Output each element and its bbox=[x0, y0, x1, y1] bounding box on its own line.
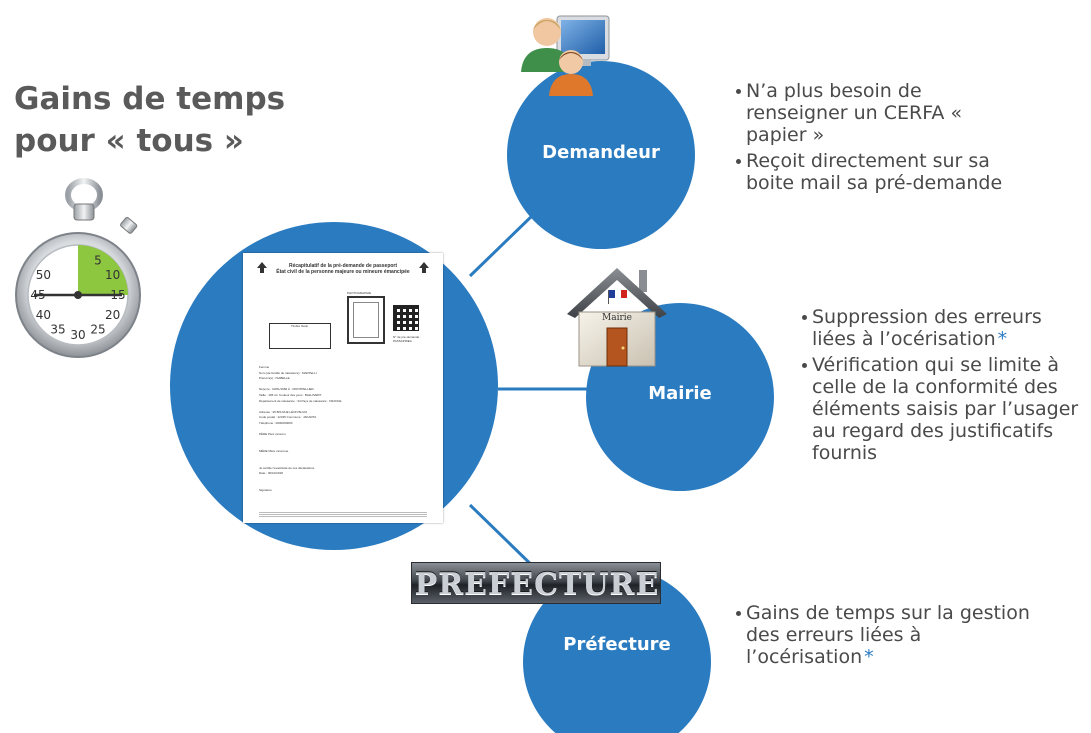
form-title: Récapitulatif de la pré-demande de passe… bbox=[273, 263, 413, 275]
qr-code-icon bbox=[393, 305, 419, 331]
arrow-up-icon bbox=[419, 262, 429, 273]
form-fine-print bbox=[259, 511, 427, 517]
demandeur-bullet-text: N’a plus besoin de renseigner un CERFA «… bbox=[746, 80, 963, 146]
mairie-bullet-item: Vérification qui se limite à celle de la… bbox=[802, 354, 1088, 464]
mairie-bullet-text: Suppression des erreurs liées à l’océris… bbox=[812, 306, 1042, 350]
form-field-line: Code postal : 12345 Commune : JAKARTA bbox=[259, 415, 317, 420]
form-photo-box bbox=[347, 296, 385, 344]
form-field-line: Né(e) le : 03/01/1982 À : MONTPELLIER bbox=[259, 387, 314, 392]
mairie-bullet-item: Suppression des erreurs liées à l’océris… bbox=[802, 306, 1088, 350]
footnote-star: * bbox=[864, 646, 874, 668]
stopwatch-number: 20 bbox=[105, 308, 120, 322]
form-title-line-2: État civil de la personne majeure ou min… bbox=[276, 269, 410, 275]
stopwatch-number: 30 bbox=[70, 328, 85, 342]
form-field-line: Je certifie l'exactitude de ces déclarat… bbox=[259, 465, 315, 470]
form-field-line: Femme bbox=[259, 365, 270, 369]
demandeur-bullets: N’a plus besoin de renseigner un CERFA «… bbox=[736, 80, 1026, 198]
demandeur-circle bbox=[507, 61, 695, 249]
prefecture-bullet-text: Gains de temps sur la gestion des erreur… bbox=[746, 602, 1030, 668]
form-qr-caption: N° de pré-demande : PASSAPIDEA bbox=[393, 335, 421, 343]
stopwatch-number: 50 bbox=[36, 268, 51, 282]
stopwatch-number: 10 bbox=[105, 268, 120, 282]
stopwatch-sector bbox=[78, 245, 128, 295]
form-field-line: Prénom(s) : ISABELLE bbox=[259, 376, 290, 381]
demandeur-bullet-text: Reçoit directement sur sa boite mail sa … bbox=[746, 150, 1003, 194]
stopwatch-number: 25 bbox=[90, 323, 105, 337]
connector-demandeur bbox=[468, 211, 537, 278]
form-field-line: Signature bbox=[259, 488, 272, 493]
prefecture-label: Préfecture bbox=[563, 634, 671, 655]
form-field-line: Adresse : 25 BIS RUE LÉON BLUM bbox=[259, 409, 307, 414]
demandeur-bullet-item: Reçoit directement sur sa boite mail sa … bbox=[736, 150, 1026, 194]
form-stamp-box bbox=[269, 323, 331, 349]
stopwatch-number: 40 bbox=[36, 308, 51, 322]
form-stamp-label: Timbre fiscal bbox=[291, 324, 308, 328]
footnote-star: * bbox=[997, 328, 1008, 350]
predemande-form-thumbnail: Récapitulatif de la pré-demande de passe… bbox=[243, 253, 443, 523]
form-field-line: Date : 30/10/2018 bbox=[259, 471, 283, 476]
stopwatch-number: 5 bbox=[94, 253, 102, 267]
form-field-line: MÈRE Mère inconnue bbox=[259, 449, 289, 453]
mairie-bullet-text: Vérification qui se limite à celle de la… bbox=[812, 354, 1079, 464]
prefecture-sign-text: PREFECTURE bbox=[414, 567, 660, 602]
stopwatch-number: 35 bbox=[50, 323, 65, 337]
form-photo-label: PHOTOGRAPHIE bbox=[347, 291, 372, 295]
form-field-line: Téléphone : 0000000000 bbox=[259, 421, 293, 425]
demandeur-bullet-item: N’a plus besoin de renseigner un CERFA «… bbox=[736, 80, 1026, 146]
slide-title-line-2: pour « tous » bbox=[14, 123, 244, 159]
form-title-line-1: Récapitulatif de la pré-demande de passe… bbox=[288, 263, 398, 269]
form-field-line: Nom (de famille de naissance) : MARTELLI bbox=[259, 370, 317, 375]
prefecture-bullet-item: Gains de temps sur la gestion des erreur… bbox=[736, 602, 1036, 668]
arrow-up-icon bbox=[257, 262, 267, 273]
form-field-line: Département de naissance : 34 Pays de na… bbox=[259, 398, 342, 403]
mairie-label: Mairie bbox=[648, 383, 712, 404]
slide-title: Gains de temps pour « tous » bbox=[14, 78, 314, 162]
house-sign-text: Mairie bbox=[602, 313, 632, 323]
form-field-line: PÈRE Père inconnu bbox=[259, 432, 286, 437]
town-hall-house-icon: Mairie bbox=[567, 268, 667, 367]
demandeur-label: Demandeur bbox=[542, 142, 660, 163]
prefecture-sign: PREFECTURE bbox=[411, 562, 661, 604]
prefecture-bullets: Gains de temps sur la gestion des erreur… bbox=[736, 602, 1036, 672]
people-computer-icon bbox=[521, 15, 610, 96]
mairie-bullets: Suppression des erreurs liées à l’océris… bbox=[802, 306, 1088, 468]
slide-title-line-1: Gains de temps bbox=[14, 81, 286, 117]
form-field-line: Taille : 165 cm Couleur des yeux : BLEU/… bbox=[259, 393, 322, 397]
